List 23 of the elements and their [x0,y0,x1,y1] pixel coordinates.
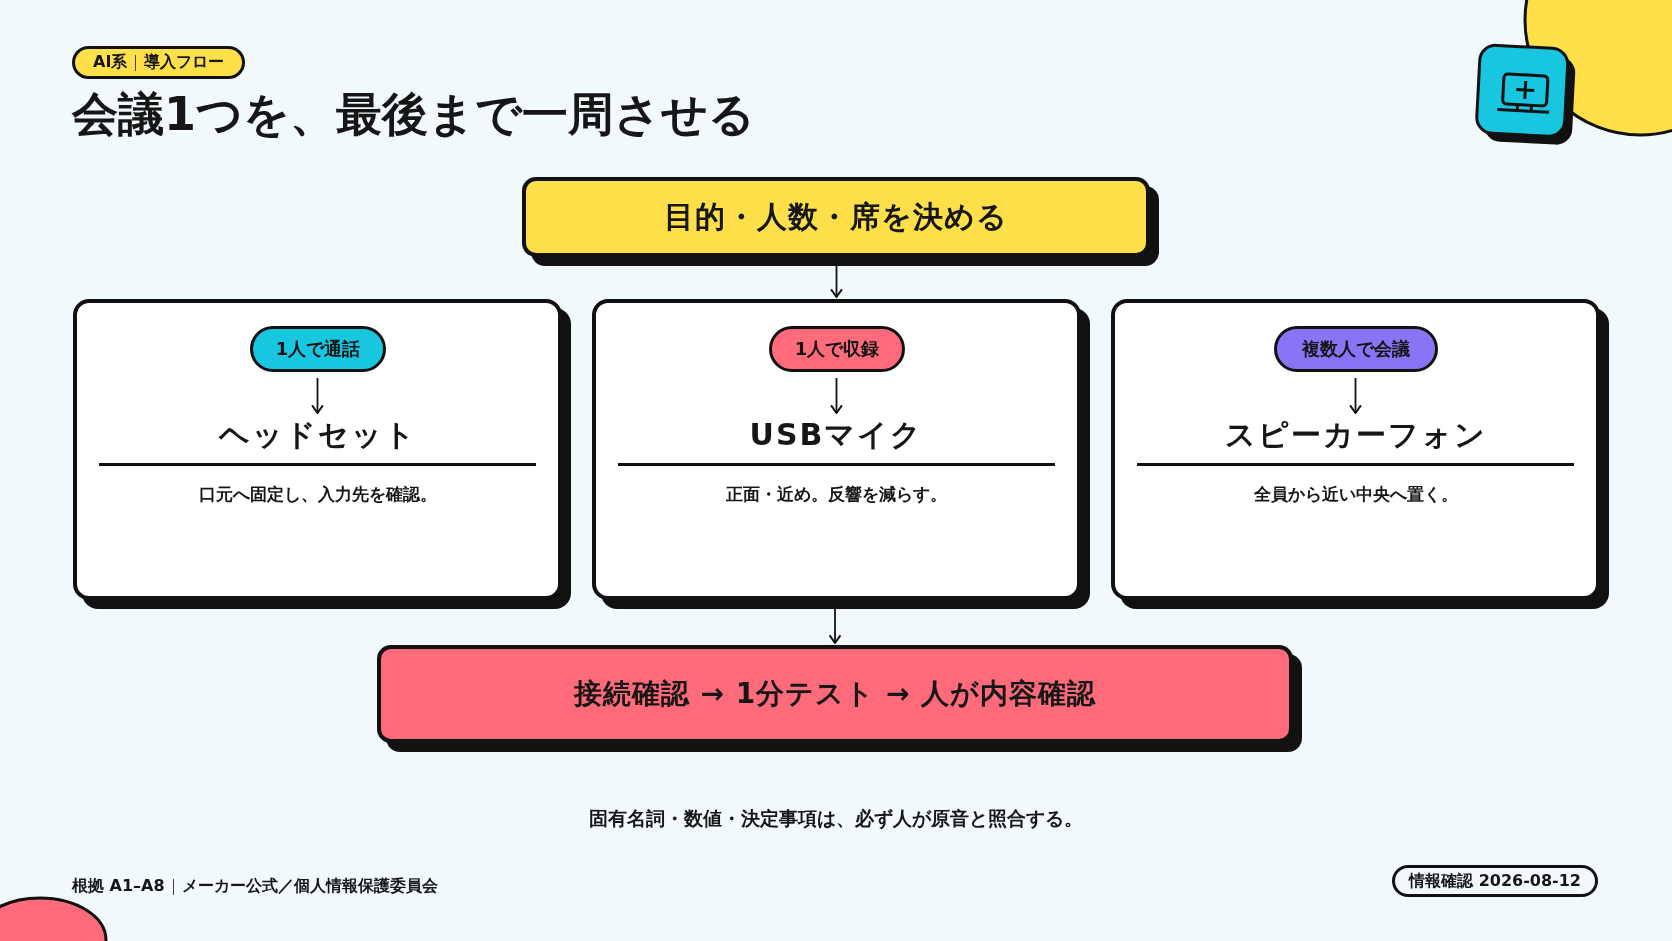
arrow [828,608,842,644]
source-text: メーカー公式／個人情報保護委員会 [181,876,438,897]
date-tag: 情報確認 2026-08-12 [1392,865,1598,897]
card-description: 正面・近め。反響を減らす。 [725,483,948,506]
arrow [311,377,324,414]
arrow [830,377,843,414]
source-text: 根拠 A1–A8 [72,876,165,897]
scenario-tag: 1人で収録 [769,326,905,372]
arrow [1349,377,1362,414]
device-heading: ヘッドセット [77,415,558,455]
device-heading: USBマイク [596,415,1077,455]
scenario-tag: 複数人で会議 [1274,326,1438,372]
card-description: 口元へ固定し、入力先を確認。 [197,483,438,506]
scenario-tag: 1人で通話 [250,326,386,372]
step-text: 接続確認 → 1分テスト → 人が内容確認 [573,676,1097,712]
tag-text: AI系 [93,52,128,73]
step-text: 目的・人数・席を決める [664,197,1008,236]
tag-text: 導入フロー [144,52,225,73]
arrow [830,265,843,298]
note-text: 固有名詞・数値・決定事項は、必ず人が原音と照合する。 [588,806,1084,831]
device-heading: スピーカーフォン [1115,415,1596,455]
card-description: 全員から近い中央へ置く。 [1252,483,1459,506]
page-title: 会議1つを、最後まで一周させる [72,86,755,143]
